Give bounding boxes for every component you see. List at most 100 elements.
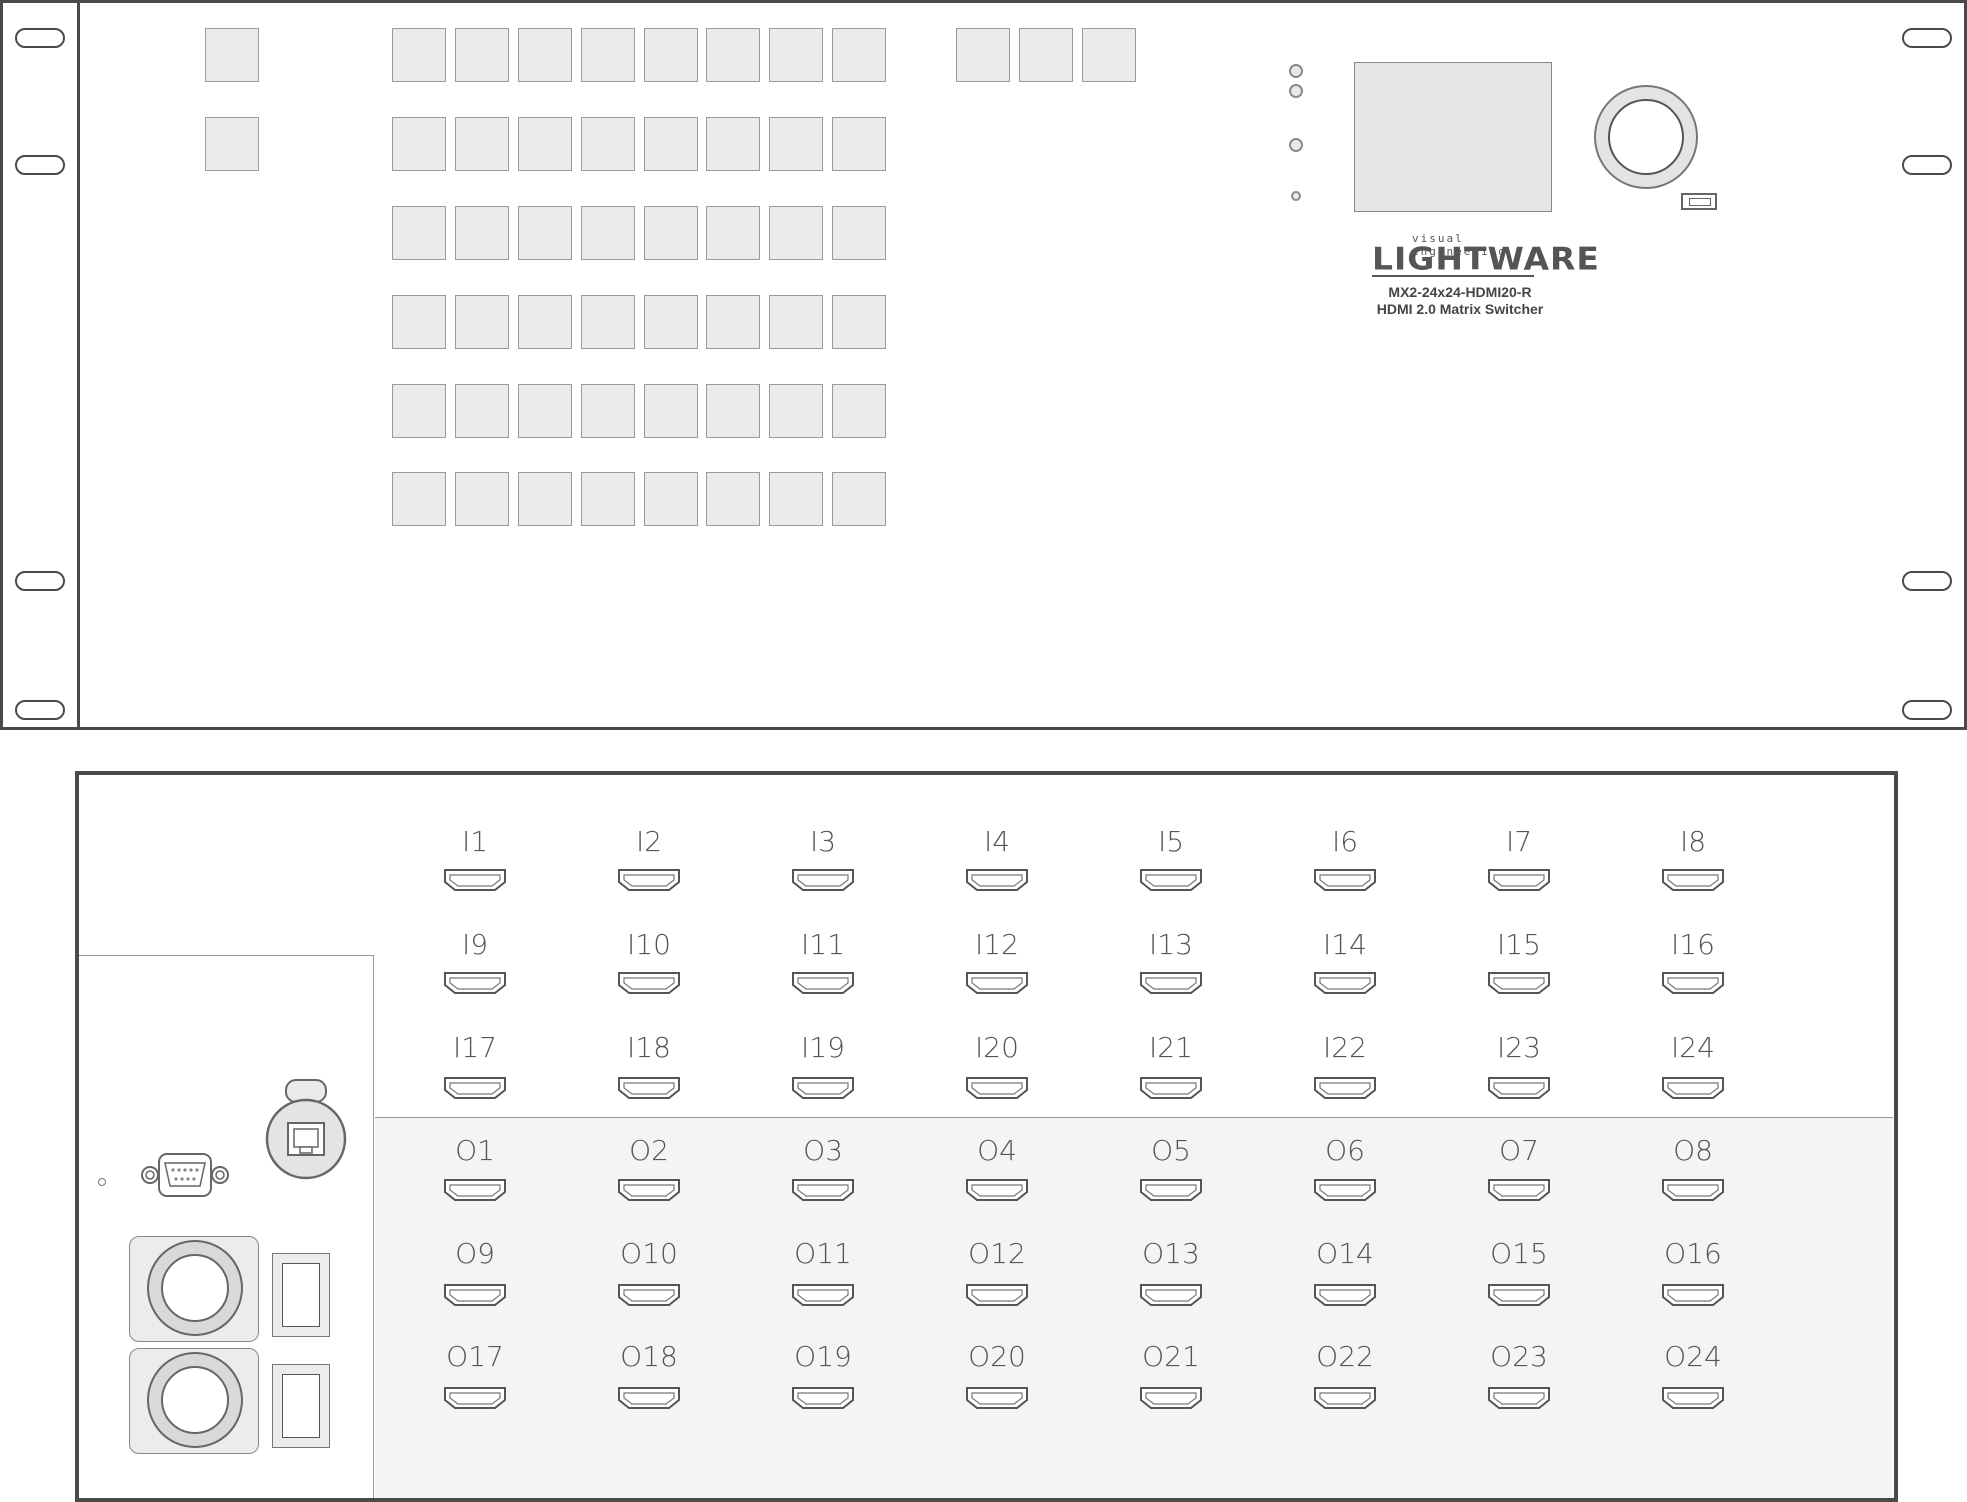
crosspoint-button[interactable] [769,384,823,438]
crosspoint-button[interactable] [581,384,635,438]
crosspoint-button[interactable] [518,117,572,171]
crosspoint-button[interactable] [769,206,823,260]
serial-port-icon [141,1153,229,1197]
crosspoint-button[interactable] [518,472,572,526]
output-port-label: O18 [620,1340,678,1373]
input-port-label: I6 [1331,825,1359,858]
input-port-label: I20 [975,1031,1019,1064]
input-port-label: I12 [975,928,1019,961]
function-button-1[interactable] [956,28,1010,82]
hdmi-port-icon [1140,1284,1202,1306]
crosspoint-button[interactable] [392,117,446,171]
status-led-4 [1291,191,1301,201]
hdmi-port-icon [1140,1387,1202,1409]
hdmi-port-icon [618,1077,680,1099]
crosspoint-button[interactable] [832,206,886,260]
crosspoint-button[interactable] [455,472,509,526]
output-port-label: O8 [1673,1134,1713,1167]
hdmi-port-icon [966,869,1028,891]
brand-underline [1372,275,1534,277]
crosspoint-button[interactable] [706,472,760,526]
hdmi-port-icon [618,1387,680,1409]
control-button-1[interactable] [205,28,259,82]
crosspoint-button[interactable] [644,28,698,82]
function-button-2[interactable] [1019,28,1073,82]
crosspoint-button[interactable] [706,295,760,349]
crosspoint-button[interactable] [769,472,823,526]
crosspoint-button[interactable] [581,206,635,260]
crosspoint-button[interactable] [644,295,698,349]
hdmi-port-icon [1314,1077,1376,1099]
crosspoint-button[interactable] [769,117,823,171]
crosspoint-button[interactable] [392,295,446,349]
hdmi-port-icon [966,972,1028,994]
crosspoint-button[interactable] [455,28,509,82]
function-button-3[interactable] [1082,28,1136,82]
rack-slot-left [15,28,65,48]
hdmi-port-icon [1662,1077,1724,1099]
crosspoint-button[interactable] [581,295,635,349]
output-port-label: O9 [455,1237,495,1270]
reset-hole [98,1178,106,1186]
crosspoint-button[interactable] [392,472,446,526]
crosspoint-button[interactable] [832,28,886,82]
crosspoint-button[interactable] [581,472,635,526]
crosspoint-button[interactable] [832,384,886,438]
hdmi-port-icon [444,1284,506,1306]
control-button-2[interactable] [205,117,259,171]
brand-name: LIGHTWARE [1372,239,1600,278]
crosspoint-button[interactable] [644,206,698,260]
crosspoint-button[interactable] [518,295,572,349]
model-label: MX2-24x24-HDMI20-R HDMI 2.0 Matrix Switc… [1300,284,1620,318]
crosspoint-button[interactable] [644,117,698,171]
rack-ear-left [0,0,80,730]
crosspoint-button[interactable] [518,384,572,438]
hdmi-port-icon [1488,869,1550,891]
output-port-label: O4 [977,1134,1017,1167]
jog-dial-center[interactable] [1608,99,1684,175]
rack-slot-left [15,571,65,591]
crosspoint-button[interactable] [455,384,509,438]
crosspoint-button[interactable] [644,472,698,526]
power-switch-rocker[interactable] [282,1263,320,1327]
crosspoint-button[interactable] [706,206,760,260]
rack-slot-right [1902,28,1952,48]
hdmi-port-icon [444,1179,506,1201]
hdmi-port-icon [618,1284,680,1306]
crosspoint-button[interactable] [769,28,823,82]
input-port-label: I7 [1505,825,1533,858]
crosspoint-button[interactable] [581,117,635,171]
hdmi-port-icon [792,1284,854,1306]
crosspoint-button[interactable] [455,117,509,171]
crosspoint-button[interactable] [644,384,698,438]
hdmi-port-icon [444,972,506,994]
crosspoint-button[interactable] [706,384,760,438]
brand-logo: visual engineering LIGHTWARE [1368,230,1599,277]
hdmi-port-icon [1488,1077,1550,1099]
brand-tagline: visual engineering [1412,232,1507,258]
crosspoint-button[interactable] [455,206,509,260]
power-switch-rocker[interactable] [282,1374,320,1438]
hdmi-port-icon [1662,972,1724,994]
crosspoint-button[interactable] [832,295,886,349]
crosspoint-button[interactable] [455,295,509,349]
crosspoint-button[interactable] [832,472,886,526]
rack-slot-left [15,155,65,175]
crosspoint-button[interactable] [518,28,572,82]
crosspoint-button[interactable] [832,117,886,171]
rack-ear-right [1887,0,1967,730]
crosspoint-button[interactable] [581,28,635,82]
crosspoint-button[interactable] [392,28,446,82]
crosspoint-button[interactable] [769,295,823,349]
crosspoint-button[interactable] [706,28,760,82]
crosspoint-button[interactable] [392,206,446,260]
crosspoint-button[interactable] [518,206,572,260]
rack-slot-right [1902,571,1952,591]
crosspoint-button[interactable] [392,384,446,438]
input-port-label: I17 [453,1031,497,1064]
output-port-label: O19 [794,1340,852,1373]
output-port-label: O1 [455,1134,495,1167]
input-port-label: I10 [627,928,671,961]
output-port-label: O17 [446,1340,504,1373]
crosspoint-button[interactable] [706,117,760,171]
